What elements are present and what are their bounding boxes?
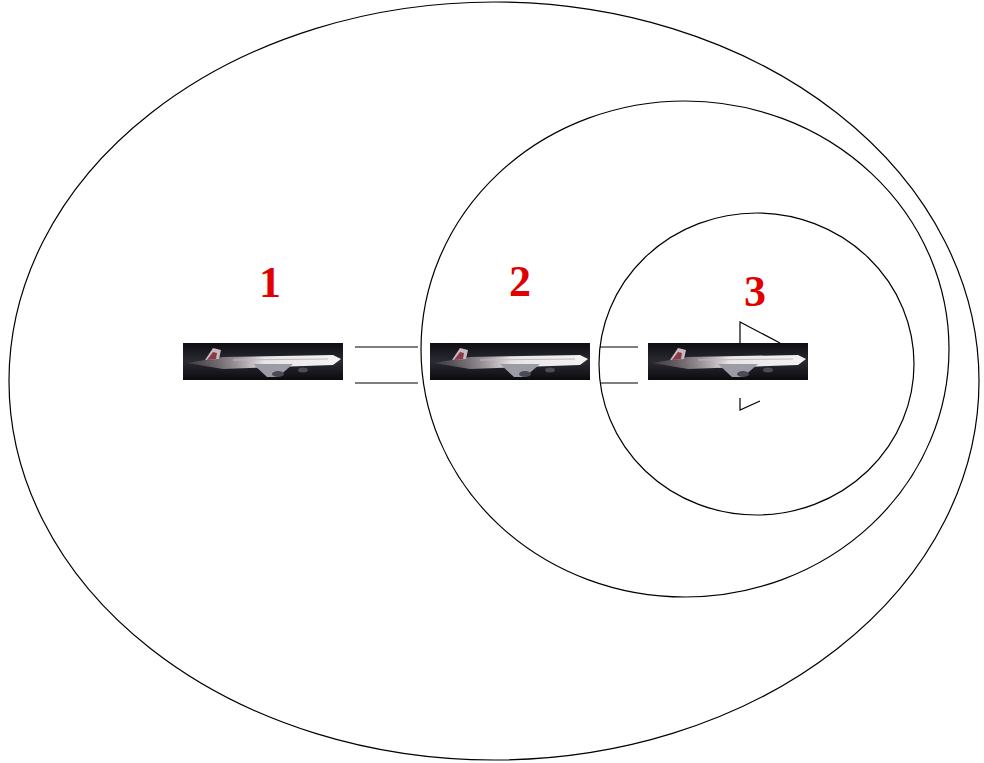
- airplane: [648, 343, 808, 380]
- arrow-head: [740, 322, 780, 410]
- region-number: 3: [744, 270, 766, 314]
- region-circle: 3: [598, 212, 915, 516]
- airplane: [430, 343, 590, 380]
- region-outline: [420, 100, 950, 598]
- region-ellipse: 23: [420, 100, 950, 598]
- region-number: 2: [509, 260, 531, 304]
- region-outline: [8, 1, 980, 761]
- region-outline: [598, 212, 915, 516]
- region-number: 1: [259, 261, 281, 305]
- airplane: [183, 343, 343, 380]
- region-ellipse: 123: [8, 1, 980, 761]
